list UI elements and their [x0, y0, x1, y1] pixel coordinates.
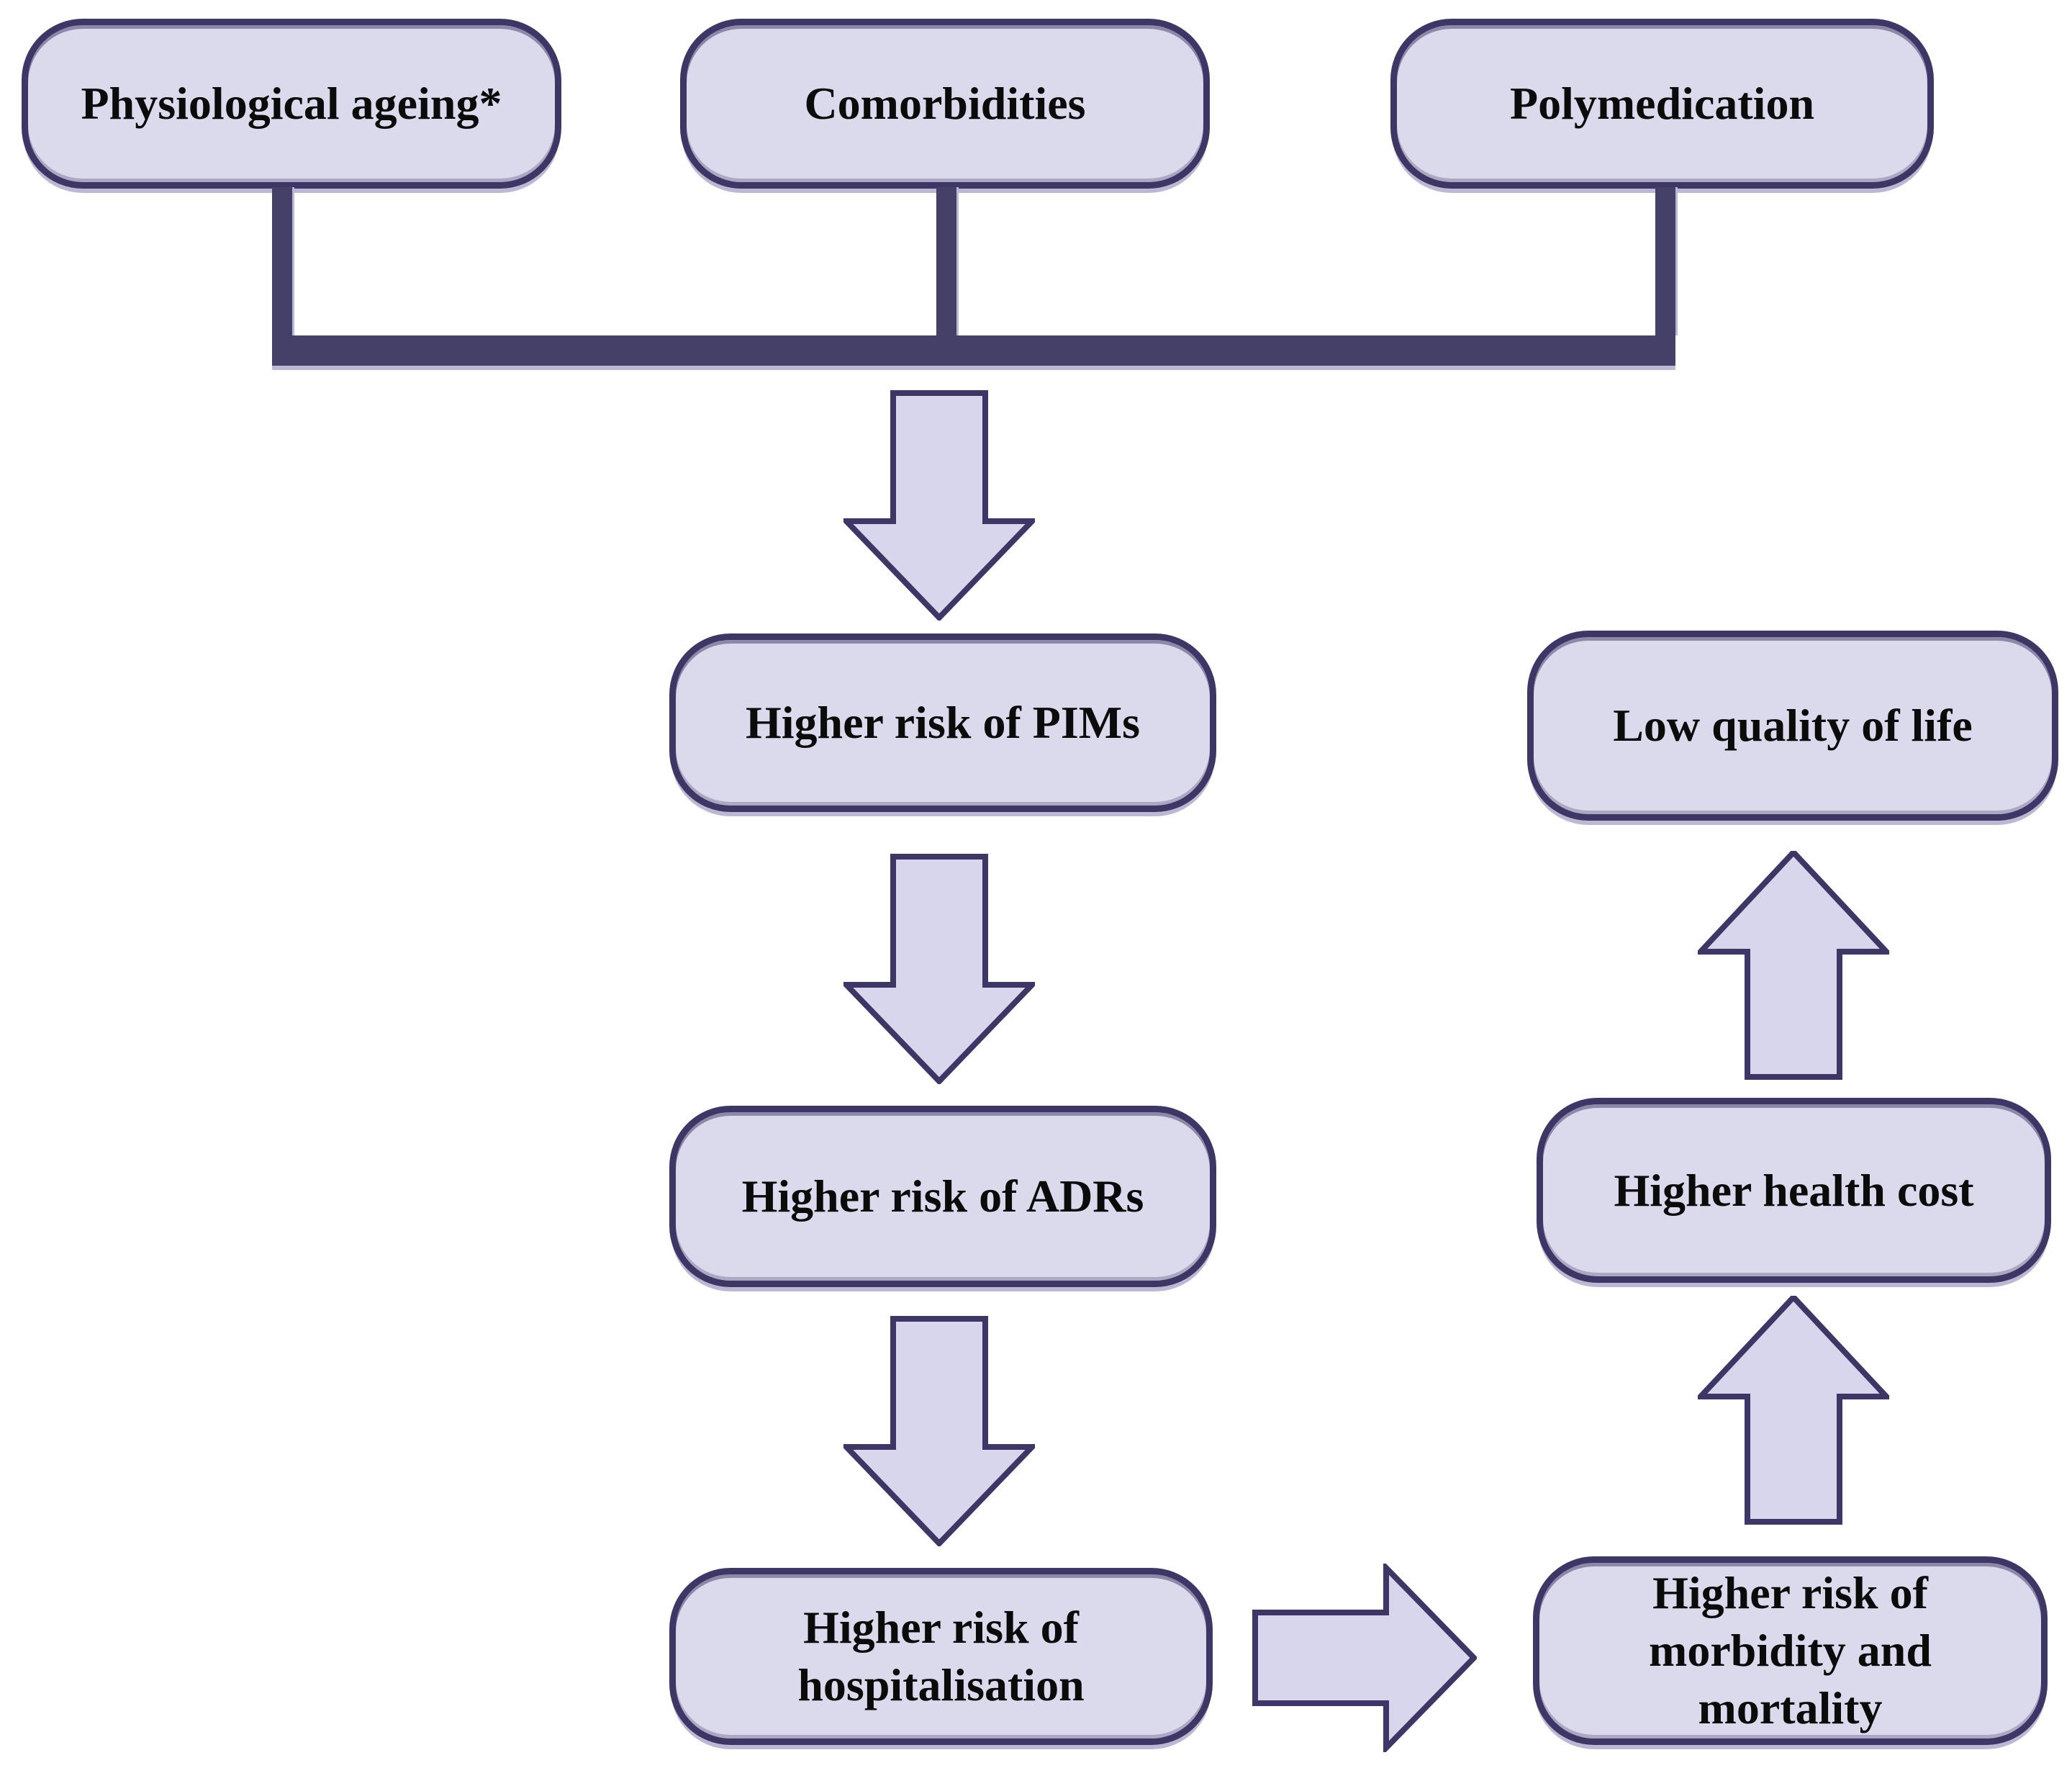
connector-stem-right — [1655, 187, 1675, 335]
down-arrow-2 — [843, 854, 1035, 1084]
down-arrow-1 — [843, 390, 1035, 621]
node-label: Higher risk of morbidity and mortality — [1649, 1567, 1932, 1733]
node-label: Higher risk of PIMs — [745, 697, 1141, 748]
connector-stem-middle — [936, 187, 956, 335]
node-higher-health-cost: Higher health cost — [1537, 1098, 2051, 1283]
down-arrow-3 — [843, 1316, 1035, 1546]
node-label: Polymedication — [1509, 78, 1815, 129]
up-arrow-to-low-quality — [1698, 851, 1889, 1080]
node-higher-risk-morbidity-mortality: Higher risk of morbidity and mortality — [1533, 1556, 2048, 1745]
node-label: Higher health cost — [1614, 1164, 1974, 1216]
node-label: Low quality of life — [1613, 700, 1973, 751]
connector-stem-left — [272, 187, 292, 335]
node-label: Higher risk of hospitalisation — [797, 1602, 1085, 1710]
right-arrow — [1252, 1564, 1477, 1752]
node-higher-risk-hospitalisation: Higher risk of hospitalisation — [669, 1568, 1213, 1745]
node-comorbidities: Comorbidities — [680, 19, 1210, 189]
node-low-quality-of-life: Low quality of life — [1527, 631, 2058, 821]
node-higher-risk-pims: Higher risk of PIMs — [669, 633, 1216, 812]
node-physiological-ageing: Physiological ageing* — [22, 19, 561, 189]
node-label: Physiological ageing* — [81, 78, 502, 129]
node-polymedication: Polymedication — [1390, 19, 1934, 189]
node-higher-risk-adrs: Higher risk of ADRs — [669, 1106, 1216, 1287]
up-arrow-to-health-cost — [1698, 1296, 1889, 1525]
node-label: Higher risk of ADRs — [741, 1171, 1144, 1222]
connector-bar — [272, 335, 1675, 366]
node-label: Comorbidities — [804, 78, 1086, 129]
